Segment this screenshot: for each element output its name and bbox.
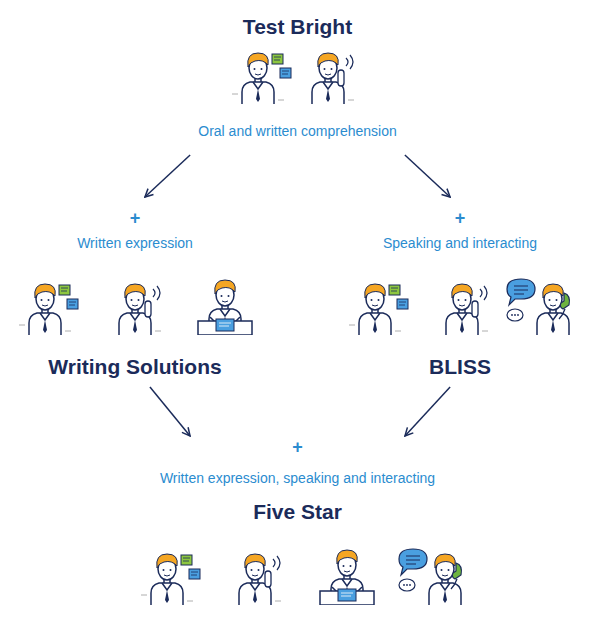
listening-icon bbox=[312, 53, 354, 104]
product-name: Writing Solutions bbox=[20, 354, 250, 380]
skill-label: Oral and written comprehension bbox=[150, 122, 445, 140]
speaking-icon bbox=[399, 549, 461, 605]
product-node: + Written expression, speaking and intera… bbox=[100, 436, 495, 526]
plus-sign: + bbox=[20, 208, 250, 228]
product-name: Five Star bbox=[100, 499, 495, 525]
flow-arrow bbox=[405, 155, 450, 197]
listening-icon bbox=[446, 284, 488, 335]
reading-icon bbox=[19, 284, 78, 335]
reading-icon bbox=[141, 554, 200, 605]
listening-icon bbox=[239, 554, 281, 605]
skill-label: Speaking and interacting bbox=[345, 234, 575, 252]
product-node: Test BrightOral and written comprehensio… bbox=[150, 10, 445, 155]
product-name: BLISS bbox=[345, 354, 575, 380]
reading-icon bbox=[349, 284, 408, 335]
reading-icon bbox=[232, 53, 291, 104]
plus-sign: + bbox=[100, 437, 495, 457]
plus-sign: + bbox=[345, 208, 575, 228]
product-name: Test Bright bbox=[150, 14, 445, 40]
writing-icon bbox=[198, 280, 252, 335]
flow-arrow bbox=[145, 155, 190, 197]
writing-icon bbox=[320, 550, 374, 605]
flow-arrow bbox=[405, 387, 450, 436]
listening-icon bbox=[119, 284, 161, 335]
product-node: + Written expressionWriting Solutions bbox=[20, 197, 250, 387]
flow-arrow bbox=[150, 387, 190, 436]
skill-label: Written expression, speaking and interac… bbox=[100, 469, 495, 487]
product-node: + Speaking and interactingBLISS bbox=[345, 197, 575, 387]
speaking-icon bbox=[507, 279, 569, 335]
skill-label: Written expression bbox=[20, 234, 250, 252]
